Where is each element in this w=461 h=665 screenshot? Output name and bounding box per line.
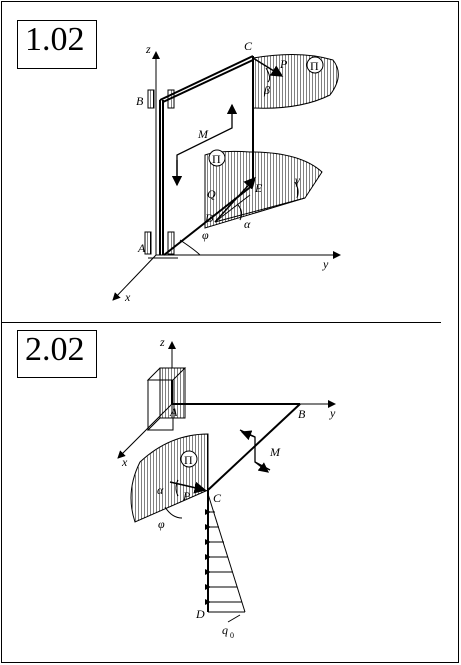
wall-A (146, 367, 187, 432)
label-gamma-1: γ (295, 173, 300, 187)
bearing-B (147, 89, 175, 109)
plane-pi-top (252, 53, 339, 109)
label-beta-1: β (263, 83, 270, 97)
label-M-2: M (269, 445, 281, 459)
diagram-2: z y x A B C D M P α φ q 0 Π (117, 335, 336, 640)
label-P-2: P (182, 489, 191, 503)
label-D-1: D (204, 211, 214, 225)
frame-rods-1 (159, 55, 254, 256)
axes-1 (112, 51, 341, 301)
x-axis-1 (112, 254, 157, 301)
svg-text:Π: Π (310, 59, 319, 73)
bearing-A (144, 231, 178, 259)
label-phi-2: φ (158, 517, 165, 531)
label-C-1: C (244, 39, 253, 53)
svg-text:Π: Π (184, 453, 193, 467)
label-x-1: x (124, 290, 131, 304)
label-x-2: x (121, 455, 128, 469)
axes-2 (117, 341, 336, 459)
label-A-2: A (169, 405, 178, 419)
label-A-1: A (137, 241, 146, 255)
label-M-1: M (197, 127, 209, 141)
pi-marker-2: Π (180, 450, 198, 468)
section-divider (1, 322, 441, 323)
label-B-2: B (298, 407, 306, 421)
pi-marker-mid: Π (208, 149, 226, 167)
pi-marker-top: Π (306, 56, 324, 74)
label-E-1: E (254, 181, 263, 195)
label-Q-1: Q (207, 187, 216, 201)
svg-text:Π: Π (212, 152, 221, 166)
label-z-2: z (159, 335, 165, 349)
label-z-1: z (145, 42, 151, 56)
force-P-2 (169, 481, 207, 494)
label-phi-1: φ (202, 228, 209, 242)
label-P-1: P (279, 57, 288, 71)
label-alpha-2: α (157, 483, 164, 497)
problem-number-1: 1.02 (17, 20, 97, 69)
force-Q (214, 176, 257, 223)
distributed-load (205, 493, 246, 623)
label-y-1: y (322, 257, 329, 271)
label-y-2: y (329, 406, 336, 420)
label-C-2: C (213, 491, 222, 505)
problem-number-2: 2.02 (17, 330, 97, 378)
plane-pi-2 (130, 433, 209, 523)
label-B-1: B (136, 94, 144, 108)
label-q0: q (222, 623, 228, 637)
force-P (252, 57, 284, 77)
diagram-1: z y x C B A D E M P Q β α γ φ Π Π (112, 39, 341, 304)
label-q0-subscript: 0 (230, 631, 234, 640)
label-D-2: D (195, 607, 205, 621)
label-alpha-1: α (244, 217, 251, 231)
